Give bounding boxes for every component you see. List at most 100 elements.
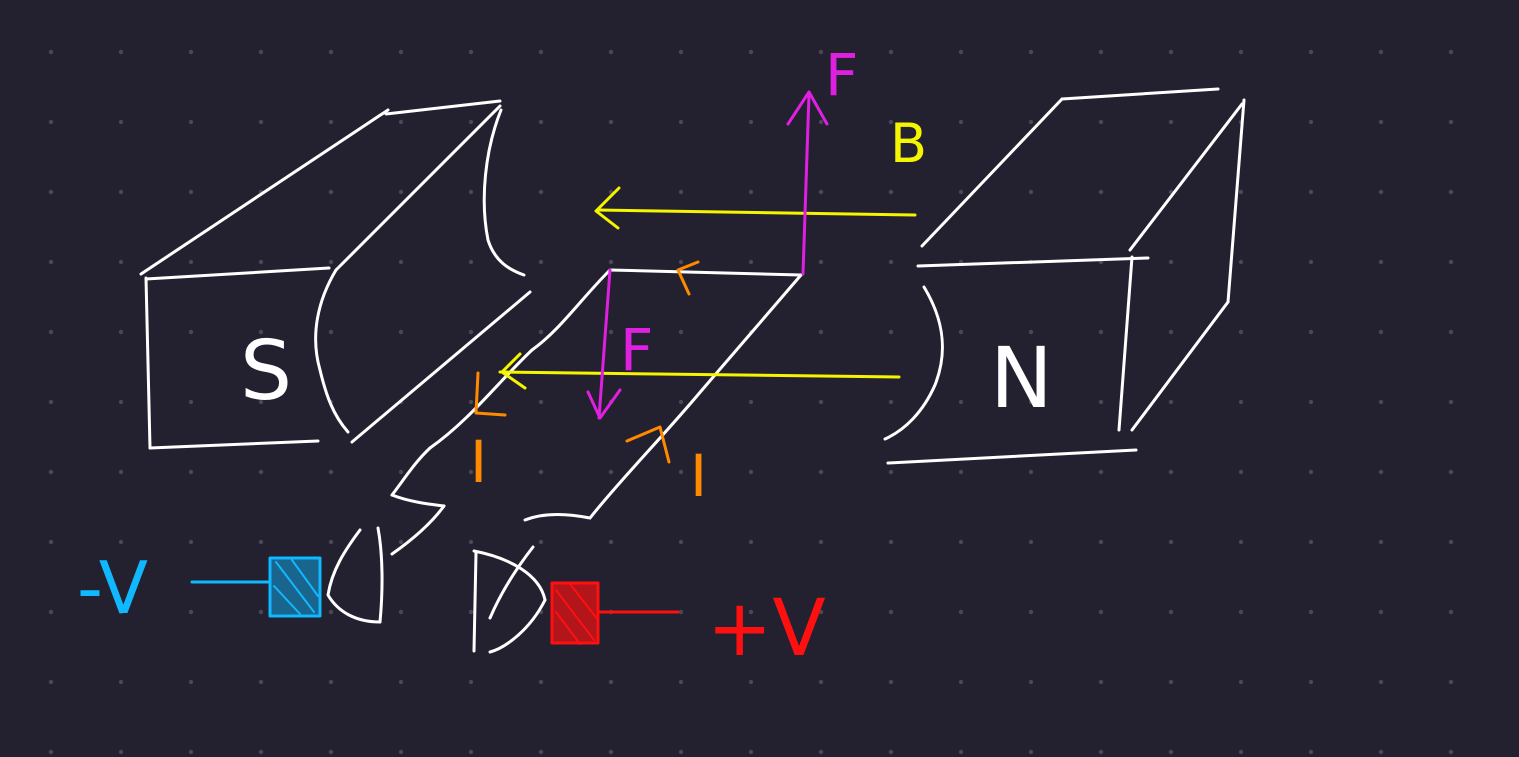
force-arrowhead-up [786, 90, 829, 126]
grid-dot [468, 749, 474, 755]
current-arrowhead-top [676, 260, 700, 296]
grid-dot [538, 539, 544, 545]
grid-dot [1098, 749, 1104, 755]
grid-dot [1098, 609, 1104, 615]
current-arrowhead-right [625, 425, 671, 464]
grid-dot [398, 119, 404, 125]
grid-dot [818, 189, 824, 195]
grid-dot [958, 49, 964, 55]
grid-dot [1168, 119, 1174, 125]
grid-dot [258, 679, 264, 685]
grid-dot [258, 119, 264, 125]
magnetic-field-arrows [498, 186, 917, 390]
force-arrow-down [597, 268, 612, 420]
grid-dot [258, 609, 264, 615]
current-left-label: I [470, 428, 487, 496]
grid-dot [958, 189, 964, 195]
grid-dot [1308, 469, 1314, 475]
grid-dot [748, 189, 754, 195]
grid-dot [538, 119, 544, 125]
grid-dot [328, 679, 334, 685]
grid-dot [468, 119, 474, 125]
grid-dot [1168, 259, 1174, 265]
grid-dot [958, 469, 964, 475]
grid-dot [48, 119, 54, 125]
current-right-label: I [690, 442, 707, 510]
grid-dot [1448, 49, 1454, 55]
grid-dot [538, 49, 544, 55]
grid-dot [538, 329, 544, 335]
negative-terminal [190, 556, 322, 618]
grid-dot [608, 679, 614, 685]
grid-dot [188, 679, 194, 685]
grid-dot [818, 329, 824, 335]
wire-loop [326, 268, 803, 654]
grid-dot [1028, 189, 1034, 195]
grid-dot [678, 329, 684, 335]
grid-dot [678, 259, 684, 265]
grid-dot [468, 259, 474, 265]
grid-dot [538, 749, 544, 755]
grid-dot [888, 469, 894, 475]
force-arrows [586, 90, 829, 420]
grid-dot [188, 749, 194, 755]
grid-dot [258, 259, 264, 265]
grid-dot [328, 539, 334, 545]
grid-dot [48, 259, 54, 265]
grid-dot [748, 399, 754, 405]
grid-dot [468, 469, 474, 475]
grid-dot [1378, 189, 1384, 195]
grid-dot [678, 49, 684, 55]
grid-dot [818, 49, 824, 55]
grid-dot [1098, 329, 1104, 335]
grid-dot [1098, 679, 1104, 685]
grid-dot [398, 679, 404, 685]
grid-dot [1028, 539, 1034, 545]
grid-dot [188, 119, 194, 125]
grid-dot [1098, 539, 1104, 545]
grid-dot [118, 399, 124, 405]
grid-dot [1168, 399, 1174, 405]
grid-dot [118, 189, 124, 195]
grid-dot [888, 259, 894, 265]
grid-dot [748, 119, 754, 125]
negative-terminal-hatching [273, 559, 319, 615]
grid-dot [398, 609, 404, 615]
grid-dot [1028, 329, 1034, 335]
grid-dot [118, 119, 124, 125]
grid-dot [1238, 259, 1244, 265]
grid-dot [1308, 609, 1314, 615]
grid-dot [258, 399, 264, 405]
grid-dot [258, 539, 264, 545]
grid-dot [608, 539, 614, 545]
grid-dot [1308, 49, 1314, 55]
grid-dot [1028, 679, 1034, 685]
grid-dot [1378, 119, 1384, 125]
grid-dot [748, 679, 754, 685]
grid-dot [678, 469, 684, 475]
grid-dot [118, 49, 124, 55]
grid-dot [1238, 749, 1244, 755]
grid-dot [188, 469, 194, 475]
grid-dot [1238, 469, 1244, 475]
grid-dot [888, 189, 894, 195]
force-down-label: F [620, 316, 653, 384]
grid-dot [608, 259, 614, 265]
grid-dot [1238, 539, 1244, 545]
grid-dot [398, 49, 404, 55]
grid-dot [538, 189, 544, 195]
grid-dot [958, 609, 964, 615]
grid-dot [818, 119, 824, 125]
grid-dot [1378, 679, 1384, 685]
grid-dot [1378, 259, 1384, 265]
grid-dot [1238, 189, 1244, 195]
grid-dot [468, 189, 474, 195]
grid-dot [468, 49, 474, 55]
grid-dot [1028, 119, 1034, 125]
grid-dot [1378, 49, 1384, 55]
grid-dot [188, 609, 194, 615]
grid-dot [678, 399, 684, 405]
grid-dot [678, 749, 684, 755]
grid-dot [1168, 539, 1174, 545]
